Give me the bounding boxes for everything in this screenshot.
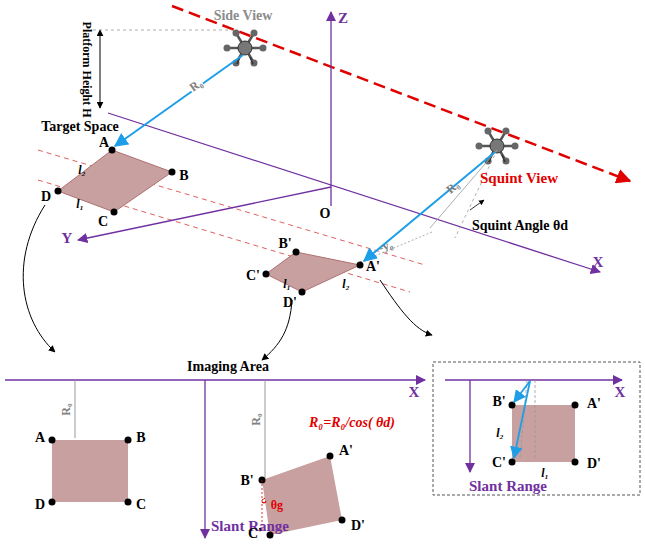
corner-label: B' bbox=[277, 236, 292, 251]
corner-label: B bbox=[178, 168, 189, 183]
axis-label: X bbox=[592, 254, 605, 271]
corner-label: A' bbox=[365, 259, 381, 274]
corner-label: A' bbox=[338, 443, 354, 458]
region-title: Imaging Area bbox=[186, 359, 270, 374]
corner-label: C' bbox=[245, 268, 261, 283]
corner-label: C bbox=[97, 214, 109, 229]
angle-label: θg bbox=[270, 499, 284, 512]
corner-label: D bbox=[34, 497, 46, 512]
length-label: l₁ bbox=[75, 198, 85, 211]
length-label: l₂ bbox=[77, 164, 87, 177]
angle-label: Squint Angle θd bbox=[471, 218, 569, 233]
offset-label: -y₀ bbox=[376, 238, 395, 256]
corner-label: C' bbox=[491, 455, 507, 470]
length-label: l₂ bbox=[495, 427, 505, 440]
dimension-label: Platform Height H bbox=[79, 21, 92, 119]
corner-label: B bbox=[135, 430, 146, 445]
corner-label: A bbox=[98, 135, 110, 150]
equation-label: R₀=R₀/cos( θd) bbox=[308, 415, 396, 430]
corner-label: A' bbox=[586, 396, 602, 411]
axis-label: X bbox=[614, 384, 627, 401]
length-label: l₁ bbox=[282, 278, 292, 291]
axis-label: Slant Range bbox=[468, 478, 548, 495]
corner-label: B' bbox=[491, 394, 506, 409]
corner-label: C bbox=[135, 497, 147, 512]
corner-label: D' bbox=[586, 456, 602, 471]
axis-label: X bbox=[408, 384, 421, 401]
length-label: l₂ bbox=[341, 278, 351, 291]
range-label: R₀ bbox=[59, 403, 72, 417]
axis-label: Z bbox=[337, 10, 349, 27]
corner-label: C' bbox=[247, 526, 263, 541]
view-title: Side View bbox=[213, 8, 274, 23]
corner-label: B' bbox=[239, 473, 254, 488]
range-label: R₀ bbox=[249, 413, 262, 427]
corner-label: A bbox=[34, 430, 46, 445]
corner-label: D' bbox=[350, 518, 366, 533]
origin-label: O bbox=[319, 206, 332, 221]
axis-label: Y bbox=[61, 230, 74, 247]
region-title: Target Space bbox=[40, 119, 120, 134]
corner-label: D' bbox=[282, 295, 298, 310]
view-title: Squint View bbox=[479, 170, 559, 187]
corner-label: D bbox=[40, 189, 52, 204]
